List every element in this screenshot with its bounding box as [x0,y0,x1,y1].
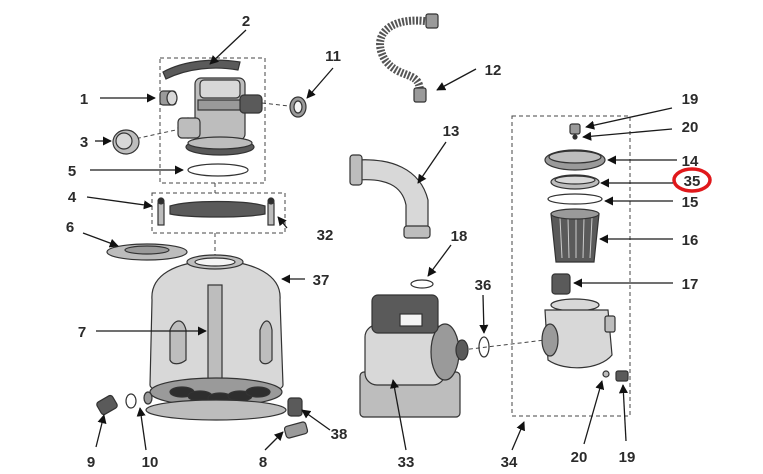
label-part-38: 38 [331,426,348,443]
strainer-adapter [551,273,571,295]
pump-housing [541,298,616,369]
strainer-lid-ring [544,149,606,171]
label-part-13: 13 [443,123,460,140]
label-part-7: 7 [78,324,86,341]
pump-motor [359,294,469,418]
label-part-8: 8 [259,454,267,471]
valve-port-gasket [289,96,307,118]
diffuser-plate [106,243,188,261]
connection-hose [376,16,433,93]
pump-o-ring-large [478,336,490,358]
valve-o-ring [187,163,249,177]
label-part-9: 9 [87,454,95,471]
label-part-15: 15 [682,194,699,211]
strainer-lid [550,174,600,190]
label-part-36: 36 [475,277,492,294]
label-part-33: 33 [398,454,415,471]
valve-plug [159,90,178,106]
filter-tank [145,254,303,421]
label-part-11: 11 [325,48,341,65]
label-part-1: 1 [80,91,88,108]
label-part-6: 6 [66,219,74,236]
drain-o-ring [125,391,153,409]
label-part-16: 16 [682,232,699,249]
elbow-pipe [349,154,431,239]
label-part-37: 37 [313,272,330,289]
label-part-20-top: 20 [682,119,699,136]
label-part-4: 4 [68,189,77,206]
hose-connector [283,421,309,439]
pump-o-ring-small [410,279,434,289]
pressure-gauge [112,129,140,155]
label-part-19-bottom: 19 [619,449,636,466]
label-part-32: 32 [317,227,334,244]
label-part-18: 18 [451,228,468,245]
label-part-14: 14 [682,153,699,170]
multiport-valve [162,59,263,156]
label-part-17: 17 [682,276,699,293]
label-part-20-bottom: 20 [571,449,588,466]
label-part-12: 12 [485,62,502,79]
label-part-2: 2 [242,13,250,30]
tank-clamp [157,197,275,226]
leader-lines [82,29,677,451]
label-part-19-top: 19 [682,91,699,108]
label-part-10: 10 [142,454,159,471]
label-part-5: 5 [68,163,76,180]
strainer-knob [569,123,581,140]
drain-screw [602,370,629,382]
drain-cap [96,394,118,416]
label-part-35: 35 [684,173,701,190]
pump-strainer-assembly-box [511,115,631,417]
strainer-basket [550,208,600,263]
label-part-34: 34 [501,454,518,471]
label-part-3: 3 [80,134,88,151]
part-number-labels: 1 2 3 11 5 4 32 6 7 37 9 10 8 38 12 13 1… [66,13,701,471]
strainer-o-ring [547,193,603,205]
highlight-circle [672,167,712,193]
clamp-assembly-box [151,192,286,234]
